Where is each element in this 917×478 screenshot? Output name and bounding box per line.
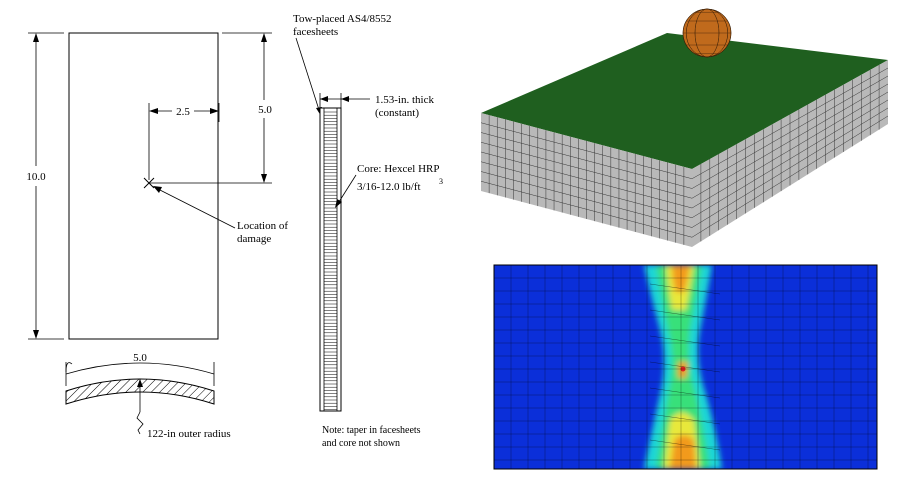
arc-width-label: 5.0 [133,352,147,364]
damage-contour-plot [493,264,878,470]
impactor-mesh [682,8,732,58]
damage-label-line2: damage [237,233,271,245]
facesheet-label-line1: Tow-placed AS4/8552 [293,13,392,25]
sandwich-section: Tow-placed AS4/8552 facesheets 1.53-in. … [293,13,443,449]
facesheet-label-line2: facesheets [293,26,338,38]
sandwich-core-outline [319,107,342,412]
fe-top-face [481,33,888,169]
offset-dimension-label: 2.5 [176,106,190,118]
honeycomb-core-cells [324,111,337,410]
impactor-sphere [682,8,732,58]
thickness-label-line1: 1.53-in. thick [375,94,434,106]
contour-band-yellow [664,265,700,469]
damage-marker: Location of damage [143,177,288,245]
height-dimension: 10.0 [26,32,64,340]
thickness-label-line2: (constant) [375,107,419,119]
note-line2: and core not shown [322,438,400,449]
core-label-line1: Core: Hexcel HRP [357,163,439,175]
panel-outline [68,32,219,340]
note-line1: Note: taper in facesheets [322,425,421,436]
panel-drawing: 10.0 5.0 2.5 Location [26,32,288,440]
core-label-superscript: 3 [439,177,443,186]
radius-label: 122-in outer radius [147,428,231,440]
half-height-dimension: 5.0 [150,32,272,184]
fe-model [480,8,889,247]
fe-mesh-lines [480,64,889,245]
curved-section: 5.0 122-in outer radius [65,352,231,440]
core-label-line2: 3/16-12.0 lb/ft [357,181,421,193]
offset-dimension: 2.5 [148,103,220,180]
contour-frame [493,264,878,470]
contour-mesh [494,265,877,469]
damage-label-line1: Location of [237,220,288,232]
height-dimension-label: 10.0 [26,171,46,183]
half-height-dimension-label: 5.0 [258,104,272,116]
